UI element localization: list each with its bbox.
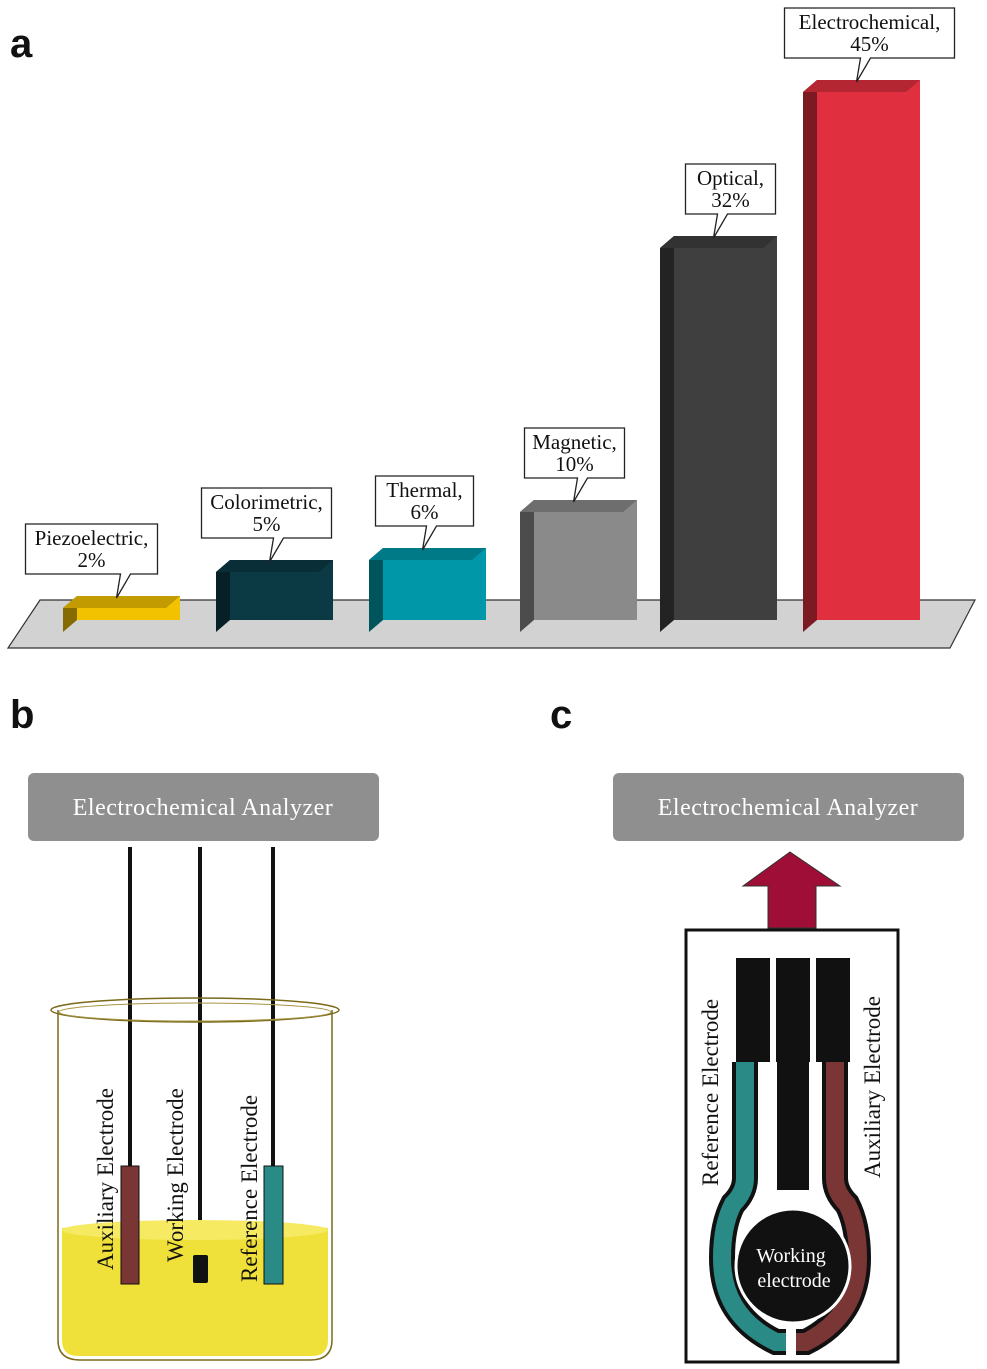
contact-pad-working: [776, 958, 810, 1062]
bar-thermal: [369, 548, 486, 632]
callout-box: [684, 163, 777, 239]
panel-label-a: a: [10, 22, 33, 66]
contact-pad-auxiliary: [816, 958, 850, 1062]
auxiliary-track: [796, 1062, 872, 1355]
reference-track: [708, 1062, 786, 1355]
auxiliary-electrode-label-c: Auxiliary Electrode: [860, 996, 885, 1178]
data-label-callout: Piezoelectric,2%: [24, 523, 159, 599]
working-electrode-label: Working Electrode: [163, 1088, 188, 1262]
bar-colorimetric: [216, 560, 333, 632]
bar-top: [369, 548, 486, 560]
bar-side: [216, 560, 230, 632]
data-label-callout: Optical,32%: [684, 163, 777, 239]
data-label-callout: Thermal,6%: [374, 475, 475, 551]
solution-surface: [62, 1220, 328, 1240]
bar-top: [63, 596, 180, 608]
bar-side: [369, 548, 383, 632]
reference-electrode: [263, 1165, 284, 1285]
callout-box: [200, 487, 333, 563]
beaker-rim-inner: [58, 1002, 332, 1022]
panel-label-c: c: [550, 693, 573, 737]
analyzer-box-b: [28, 773, 379, 841]
bar-side: [803, 80, 817, 632]
callout-value: 32%: [711, 188, 750, 212]
auxiliary-electrode-label: Auxiliary Electrode: [93, 1088, 118, 1270]
up-arrow: [741, 851, 842, 929]
panel-label-b: b: [10, 693, 35, 737]
sensor-strip: [684, 928, 900, 1364]
data-label-callout: Electrochemical,45%: [783, 7, 956, 83]
working-electrode-label-line2: electrode: [757, 1270, 830, 1292]
working-electrode: [193, 1255, 208, 1283]
beaker-wall: [57, 1010, 333, 1361]
callout-value: 45%: [850, 32, 889, 56]
bar-side: [660, 236, 674, 632]
bar-top: [660, 236, 777, 248]
data-label-callout: Colorimetric,5%: [200, 487, 333, 563]
analyzer-label-b: Electrochemical Analyzer: [73, 795, 334, 821]
working-track: [777, 1060, 809, 1190]
bar-top: [520, 500, 637, 512]
auxiliary-electrode: [120, 1165, 140, 1285]
bar-side: [520, 500, 534, 632]
bar-front: [674, 236, 777, 620]
analyzer-label-c: Electrochemical Analyzer: [658, 795, 919, 821]
callout-value: 6%: [411, 500, 439, 524]
beaker-rim: [50, 997, 340, 1023]
callout-category: Thermal,: [386, 478, 462, 502]
beaker-solution: [62, 1221, 328, 1356]
callout-category: Colorimetric,: [210, 490, 323, 514]
callout-value: 5%: [253, 512, 281, 536]
working-electrode-disc: [734, 1207, 852, 1325]
bar-top: [216, 560, 333, 572]
auxiliary-track-fill: [796, 1062, 868, 1351]
reference-track-fill: [712, 1062, 786, 1351]
reference-electrode-label: Reference Electrode: [237, 1095, 262, 1282]
callout-category: Magnetic,: [532, 430, 617, 454]
contact-pad-reference: [736, 958, 770, 1062]
bar-piezoelectric: [63, 596, 180, 632]
callout-box: [523, 427, 626, 503]
callout-box: [374, 475, 475, 551]
analyzer-box-c: [613, 773, 964, 841]
reference-electrode-label-c: Reference Electrode: [698, 999, 723, 1186]
callout-category: Optical,: [697, 166, 764, 190]
bar-front: [534, 500, 637, 620]
bar-magnetic: [520, 500, 637, 632]
callout-value: 2%: [78, 548, 106, 572]
callout-box: [783, 7, 956, 83]
bar-top: [803, 80, 920, 92]
bar-front: [817, 80, 920, 620]
callout-value: 10%: [555, 452, 594, 476]
data-label-callout: Magnetic,10%: [523, 427, 626, 503]
bar-electrochemical: [803, 80, 920, 632]
callout-category: Piezoelectric,: [35, 526, 149, 550]
callout-category: Electrochemical,: [799, 10, 941, 34]
callout-box: [24, 523, 159, 599]
working-electrode-label-line1: Working: [756, 1245, 826, 1267]
bar-chart: Piezoelectric,2% Colorimetric,5% Thermal,6…: [6, 7, 976, 649]
bar-optical: [660, 236, 777, 632]
